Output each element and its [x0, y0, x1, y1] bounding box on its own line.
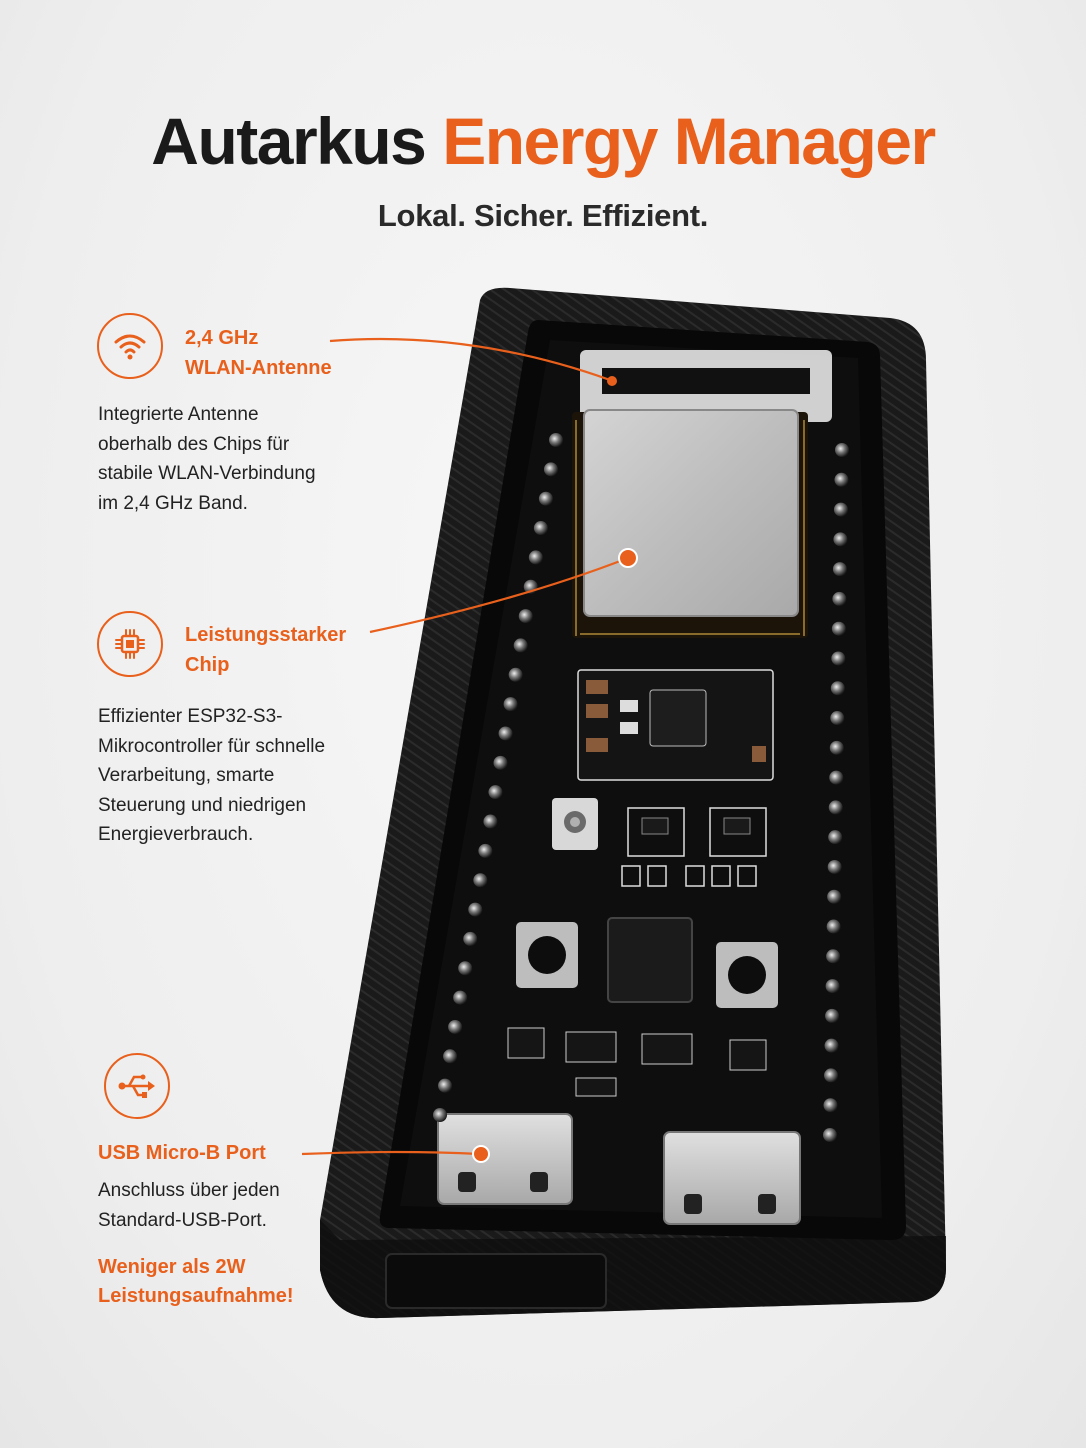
desc-line: Steuerung und niedrigen — [98, 794, 307, 816]
header-pin — [823, 1098, 838, 1113]
header-pin — [518, 609, 533, 624]
header-pin — [825, 979, 840, 994]
esp32-shield — [583, 409, 799, 617]
header-pin — [513, 638, 528, 653]
header-pin — [533, 521, 548, 536]
pin-header-left — [433, 433, 563, 1122]
header-pin — [549, 433, 563, 447]
header-pin — [823, 1128, 837, 1142]
header-pin — [538, 491, 553, 506]
callout-line-antenna — [329, 337, 611, 382]
callout-line-chip — [369, 556, 629, 634]
header-pin — [433, 1108, 447, 1122]
header-pin — [832, 591, 847, 606]
header-pin — [478, 843, 493, 858]
feature-usb-description: Anschluss über jeden Standard-USB-Port. — [98, 1176, 280, 1235]
page-title: Autarkus Energy Manager — [0, 108, 1086, 174]
header-pin — [832, 562, 847, 577]
desc-line: Integrierte Antenne — [98, 404, 259, 425]
feature-usb-title: USB Micro-B Port — [98, 1142, 266, 1164]
pin-header-right — [823, 443, 849, 1142]
header-pin — [483, 814, 498, 829]
header-pin — [508, 667, 523, 682]
header-pin — [458, 961, 473, 976]
header-pin — [438, 1078, 453, 1093]
antenna-strip — [602, 368, 810, 394]
header-pin — [443, 1049, 458, 1064]
header-pin — [824, 1068, 839, 1083]
header-pin — [829, 770, 844, 785]
feature-wlan-title: 2,4 GHz WLAN-Antenne — [185, 323, 332, 383]
callout-dot-antenna — [607, 376, 617, 386]
header-pin — [488, 785, 503, 800]
feature-wlan-title-line1: 2,4 GHz — [185, 327, 259, 349]
wifi-icon — [97, 313, 163, 379]
header-pin — [528, 550, 543, 565]
feature-chip-title-line2: Chip — [185, 654, 230, 676]
header-pin — [828, 830, 843, 845]
feature-wlan-title-line2: WLAN-Antenne — [185, 357, 332, 379]
power-consumption-note: Weniger als 2W Leistungsaufnahme! — [98, 1253, 294, 1311]
usb-port-right — [663, 1131, 801, 1225]
header-pin — [833, 532, 848, 547]
callout-line-usb — [301, 1150, 481, 1156]
header-pin — [473, 873, 488, 888]
header-pin — [503, 697, 518, 712]
header-pin — [827, 889, 842, 904]
title-brand: Autarkus — [151, 104, 427, 178]
desc-line: Energieverbrauch. — [98, 824, 254, 845]
callout-dot-chip — [618, 548, 638, 568]
desc-line: Mikrocontroller für schnelle — [98, 735, 326, 757]
header-pin — [830, 711, 845, 726]
header-pin — [826, 949, 841, 964]
header-pin — [463, 931, 478, 946]
desc-line: Anschluss über jeden — [98, 1180, 280, 1201]
header-pin — [824, 1038, 839, 1053]
header-pin — [468, 902, 483, 917]
feature-chip-title: Leistungsstarker Chip — [185, 620, 346, 680]
desc-line: stabile WLAN-Verbindung — [98, 463, 316, 484]
header-pin — [825, 1008, 840, 1023]
callout-dot-usb — [472, 1145, 490, 1163]
header-pin — [448, 1019, 463, 1034]
callout-lines — [301, 337, 638, 1163]
header-pin — [835, 443, 849, 457]
feature-chip-description: Effizienter ESP32-S3- Mikrocontroller fü… — [98, 702, 325, 850]
desc-line: Effizienter ESP32-S3- — [98, 706, 283, 727]
desc-line: Verarbeitung, smarte — [98, 765, 275, 786]
desc-line: oberhalb des Chips für — [98, 433, 290, 455]
usb-icon — [104, 1053, 170, 1119]
header-pin — [826, 919, 841, 934]
header-pin — [829, 740, 844, 755]
header-pin — [493, 755, 508, 770]
header-pin — [827, 859, 842, 874]
header-pin — [828, 800, 843, 815]
feature-wlan-description: Integrierte Antenne oberhalb des Chips f… — [98, 400, 316, 518]
note-line1: Weniger als 2W — [98, 1256, 246, 1278]
header-pin — [830, 681, 845, 696]
circuit-board — [400, 340, 882, 1225]
header-pin — [831, 621, 846, 636]
feature-chip-title-line1: Leistungsstarker — [185, 624, 347, 646]
header-pin — [831, 651, 846, 666]
chip-icon — [97, 611, 163, 677]
page-subtitle: Lokal. Sicher. Effizient. — [377, 198, 709, 233]
header-pin — [543, 462, 558, 477]
header-pin — [498, 726, 513, 741]
header-pin — [453, 990, 468, 1005]
header-pin — [833, 502, 848, 517]
desc-line: im 2,4 GHz Band. — [98, 492, 248, 514]
desc-line: Standard-USB-Port. — [98, 1209, 267, 1231]
usb-port-left — [437, 1113, 573, 1205]
header-pin — [834, 472, 849, 487]
title-product: Energy Manager — [442, 104, 936, 178]
note-line2: Leistungsaufnahme! — [98, 1285, 294, 1307]
